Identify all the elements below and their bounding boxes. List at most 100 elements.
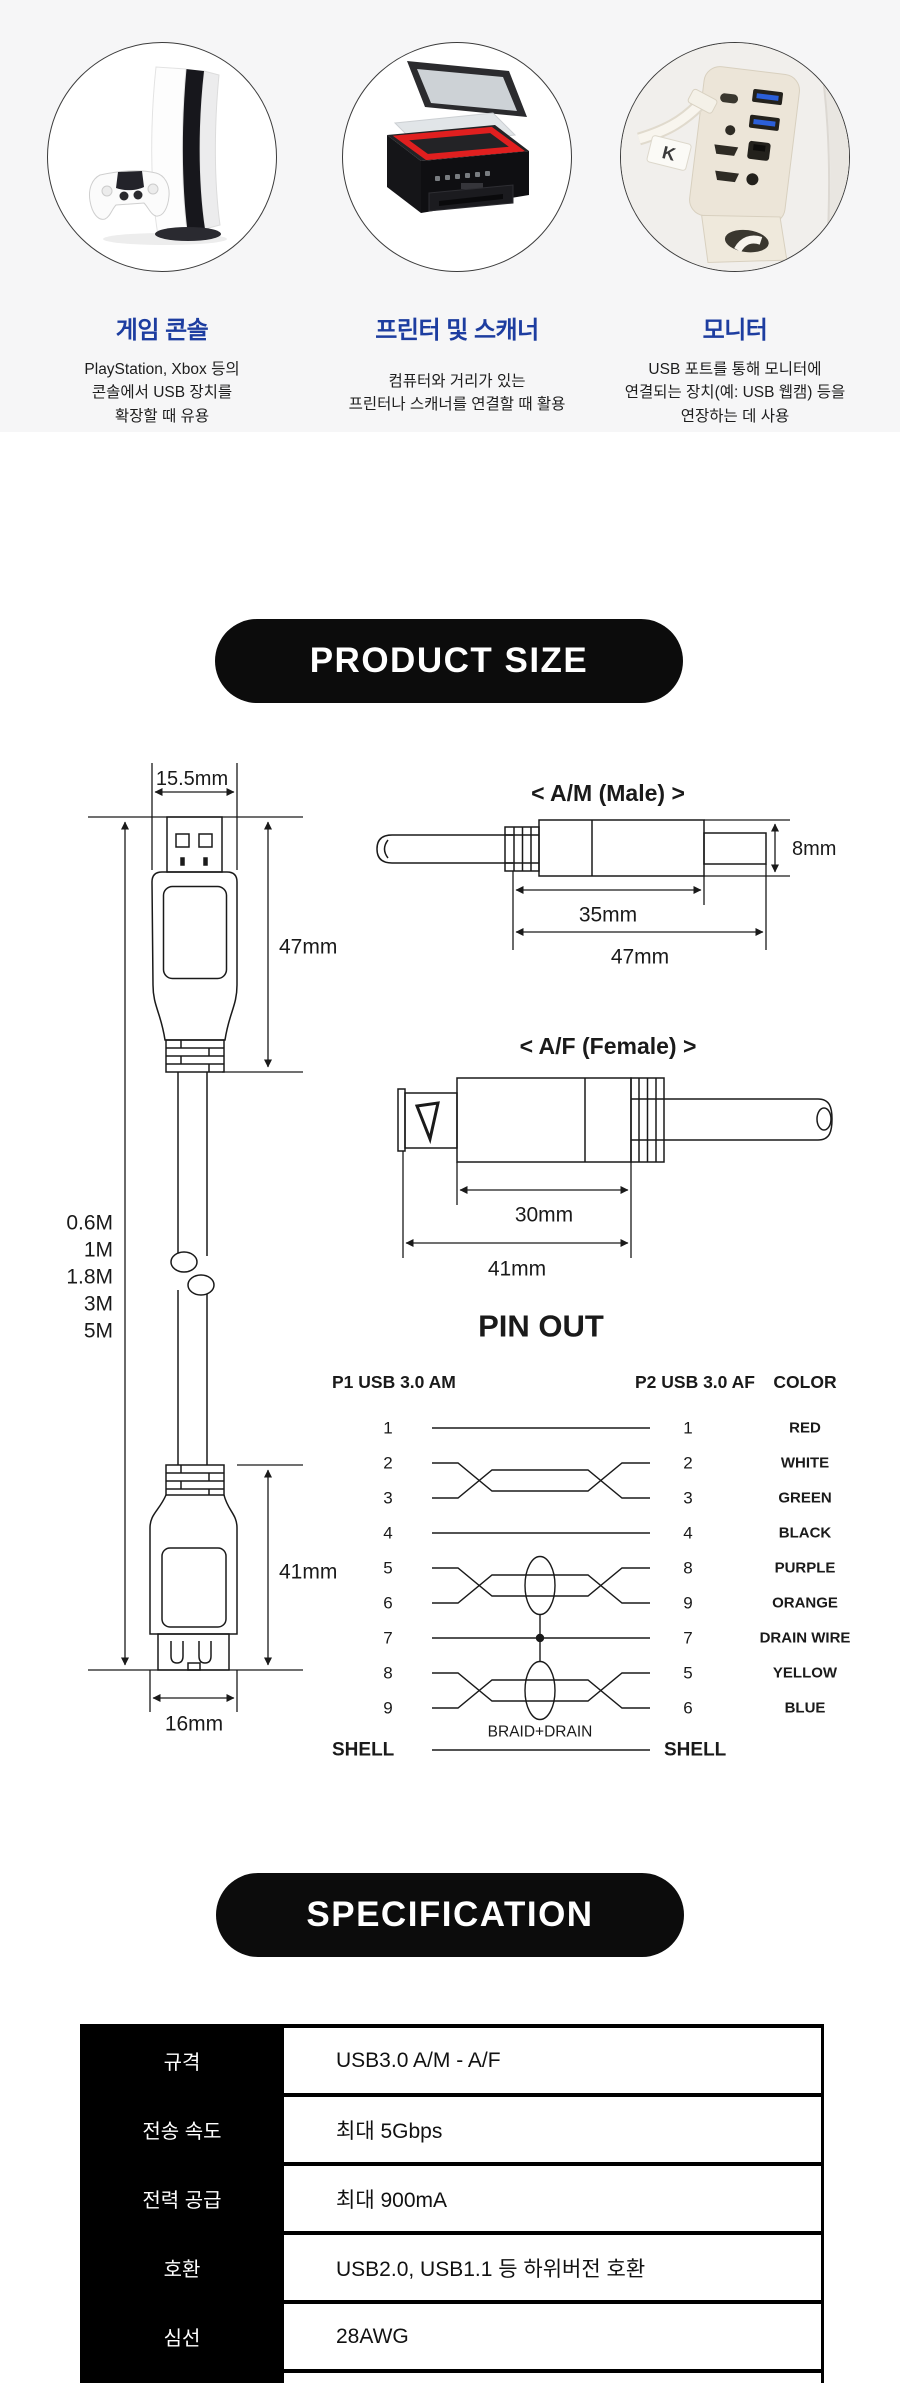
spec-row: 전송 속도 최대 5Gbps	[80, 2097, 821, 2162]
cable-dimension-diagram: 15.5mm 47mm 0.6M 1M 1.8M 3M 5M 41mm 16mm	[66, 763, 337, 1736]
dim-female-total: 41mm	[488, 1258, 546, 1281]
pin-p2: 9	[683, 1594, 692, 1613]
use-case-monitor: K 모니터 USB 포트를 통해 모니터에 연결되는 장치(예: USB 웹캠)…	[595, 42, 875, 429]
pin-color: ORANGE	[772, 1595, 838, 1612]
desc-line: 콘솔에서 USB 장치를	[91, 384, 233, 402]
cable-length-option: 1.8M	[66, 1266, 113, 1289]
spec-value: 최대 5Gbps	[284, 2097, 821, 2162]
pinout-header-color: COLOR	[773, 1372, 837, 1392]
pinout-diagram: PIN OUT P1 USB 3.0 AM P2 USB 3.0 AF COLO…	[332, 1309, 850, 1761]
pinout-wires	[432, 1427, 650, 1751]
spec-row: 심선 28AWG	[80, 2304, 821, 2369]
pin-p1: 9	[383, 1699, 392, 1718]
female-connector-drawing	[397, 1077, 833, 1163]
pin-color: RED	[789, 1420, 821, 1437]
cable-length-option: 3M	[84, 1293, 113, 1316]
cable-tag: K	[646, 135, 692, 171]
spec-row: 규격 USB3.0 A/M - A/F	[80, 2028, 821, 2093]
printer-photo-circle	[342, 42, 572, 272]
female-dimension-lines	[402, 1151, 632, 1258]
pin-p2: 7	[683, 1629, 692, 1648]
monitor-photo-circle: K	[620, 42, 850, 272]
monitor-rear-ports-icon: K	[621, 43, 849, 271]
pin-p1: 5	[383, 1559, 392, 1578]
pin-p1: 3	[383, 1489, 392, 1508]
dim-female-inner: 30mm	[515, 1204, 573, 1227]
use-case-description: PlayStation, Xbox 등의 콘솔에서 USB 장치를 확장할 때 …	[22, 357, 302, 429]
pin-p2: 2	[683, 1454, 692, 1473]
pin-p1: 8	[383, 1664, 392, 1683]
pin-color: BLUE	[785, 1700, 826, 1717]
product-size-banner-label: PRODUCT SIZE	[309, 641, 589, 680]
male-diagram-title: < A/M (Male) >	[531, 780, 685, 806]
female-dimension-labels: 30mm 41mm	[488, 1204, 573, 1281]
spec-label	[80, 2373, 284, 2383]
pinout-rows: 1 1 RED 2 2 WHITE 3 3 GREEN 4 4 BLACK 5 …	[383, 1419, 850, 1718]
game-console-photo-circle	[47, 42, 277, 272]
pin-p2: 4	[683, 1524, 692, 1543]
desc-line: 확장할 때 유용	[114, 407, 210, 425]
pin-p2: 1	[683, 1419, 692, 1438]
pin-p1: 6	[383, 1594, 392, 1613]
use-case-title: 프린터 및 스캐너	[375, 317, 539, 344]
male-dimension-lines	[512, 819, 790, 950]
pin-p1: 7	[383, 1629, 392, 1648]
dim-male-height: 8mm	[792, 838, 836, 860]
dimension-labels: 15.5mm 47mm 0.6M 1M 1.8M 3M 5M 41mm 16mm	[66, 768, 337, 1736]
spec-value: 최대 900mA	[284, 2166, 821, 2231]
cable-length-option: 1M	[84, 1239, 113, 1262]
spec-label: 심선	[80, 2304, 284, 2369]
spec-label: 전송 속도	[80, 2097, 284, 2162]
usb-male-plug-drawing	[149, 816, 238, 1671]
spec-row-partial	[80, 2373, 821, 2383]
use-case-description: 컴퓨터와 거리가 있는 프린터나 스캐너를 연결할 때 활용	[317, 357, 597, 429]
pinout-header-p1: P1 USB 3.0 AM	[332, 1372, 456, 1392]
pin-color: PURPLE	[775, 1560, 836, 1577]
specification-banner: SPECIFICATION	[216, 1873, 684, 1957]
dim-female-length: 41mm	[279, 1561, 337, 1584]
male-dimension-labels: 8mm 35mm 47mm	[579, 838, 837, 969]
use-case-game-console: 게임 콘솔 PlayStation, Xbox 등의 콘솔에서 USB 장치를 …	[22, 42, 302, 429]
braid-drain-label: BRAID+DRAIN	[488, 1724, 593, 1741]
desc-line: 연장하는 데 사용	[680, 407, 790, 425]
shell-label-right: SHELL	[664, 1740, 727, 1761]
pin-color: BLACK	[779, 1525, 832, 1542]
spec-value: 28AWG	[284, 2304, 821, 2369]
use-case-section: 게임 콘솔 PlayStation, Xbox 등의 콘솔에서 USB 장치를 …	[0, 0, 900, 432]
dim-male-inner: 35mm	[579, 904, 637, 927]
dim-bottom-width: 16mm	[165, 1713, 223, 1736]
desc-line: 프린터나 스캐너를 연결할 때 활용	[348, 396, 566, 413]
pin-p2: 3	[683, 1489, 692, 1508]
pin-color: GREEN	[778, 1490, 831, 1507]
spec-label: 호환	[80, 2235, 284, 2300]
dim-male-total: 47mm	[611, 946, 669, 969]
dimension-lines	[88, 763, 303, 1712]
pin-p1: 2	[383, 1454, 392, 1473]
spec-value: USB2.0, USB1.1 등 하위버전 호환	[284, 2235, 821, 2300]
spec-value: USB3.0 A/M - A/F	[284, 2028, 821, 2093]
pin-p2: 5	[683, 1664, 692, 1683]
spec-label: 전력 공급	[80, 2166, 284, 2231]
desc-line: 연결되는 장치(예: USB 웹캠) 등을	[624, 384, 846, 402]
male-connector-diagram: < A/M (Male) > 8mm 35mm 47mm	[376, 780, 837, 969]
male-connector-drawing	[376, 819, 767, 877]
use-case-description: USB 포트를 통해 모니터에 연결되는 장치(예: USB 웹캠) 등을 연장…	[595, 357, 875, 429]
specification-banner-label: SPECIFICATION	[306, 1895, 594, 1934]
dim-top-width: 15.5mm	[156, 768, 228, 790]
cable-length-option: 5M	[84, 1320, 113, 1343]
printer-scanner-icon	[387, 61, 529, 213]
use-case-printer-scanner: 프린터 및 스캐너 컴퓨터와 거리가 있는 프린터나 스캐너를 연결할 때 활용	[317, 42, 597, 429]
pinout-header-p2: P2 USB 3.0 AF	[635, 1372, 755, 1392]
pin-color: YELLOW	[773, 1665, 838, 1682]
female-connector-diagram: < A/F (Female) > 30mm 41mm	[397, 1033, 833, 1281]
pinout-headers: P1 USB 3.0 AM P2 USB 3.0 AF COLOR	[332, 1372, 837, 1392]
pin-color: DRAIN WIRE	[760, 1630, 851, 1647]
dim-male-length: 47mm	[279, 936, 337, 959]
spec-label: 규격	[80, 2028, 284, 2093]
use-case-title: 모니터	[702, 317, 768, 344]
desc-line: USB 포트를 통해 모니터에	[648, 360, 822, 378]
pinout-title: PIN OUT	[478, 1309, 604, 1344]
desc-line: PlayStation, Xbox 등의	[84, 360, 240, 378]
desc-line: 컴퓨터와 거리가 있는	[388, 372, 526, 390]
